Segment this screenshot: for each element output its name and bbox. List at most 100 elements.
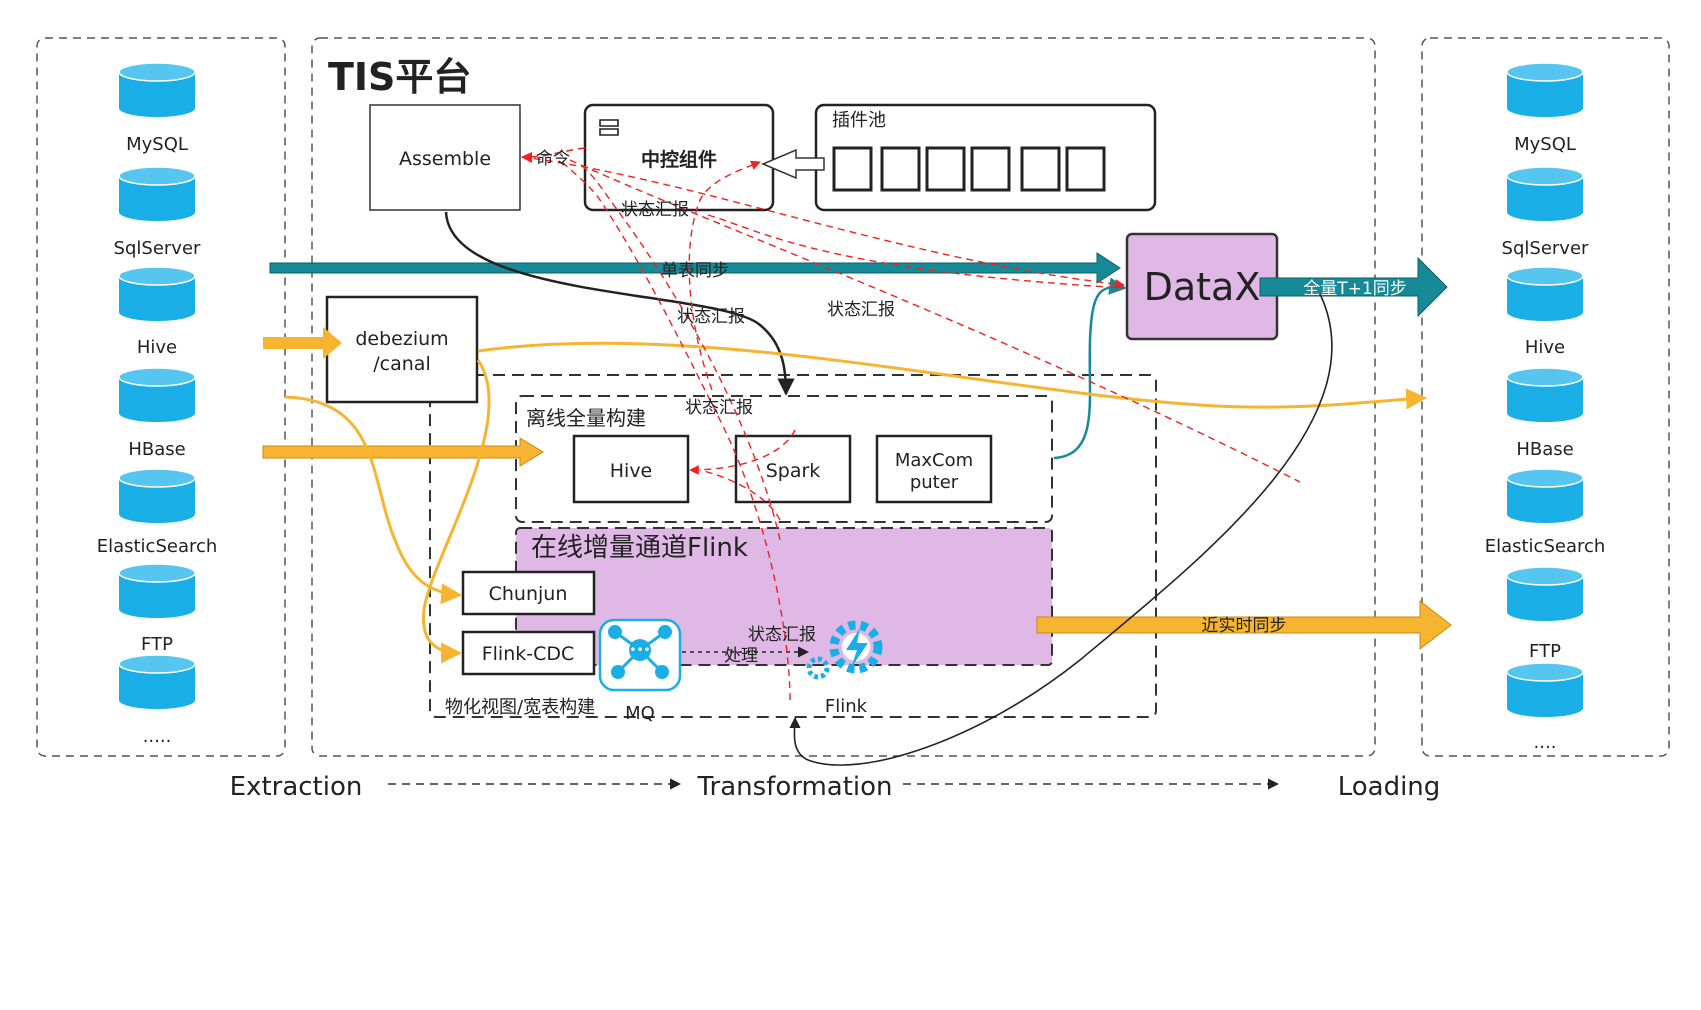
mq-icon[interactable]: ••• (598, 618, 682, 692)
offline-to-datax-curve (1053, 277, 1127, 460)
database-label: SqlServer (114, 238, 201, 259)
debezium-label-2: /canal (373, 353, 430, 375)
plugin-slot[interactable] (925, 146, 966, 192)
single-table-sync-label: 单表同步 (661, 261, 729, 281)
maxcompute-label-1: MaxCom (895, 450, 973, 471)
maxcompute-box[interactable] (875, 434, 993, 504)
online-flink-label: 在线增量通道Flink (531, 533, 748, 563)
database-label: MySQL (1514, 134, 1576, 155)
chunjun-box[interactable] (461, 570, 596, 616)
database-icon (118, 654, 196, 709)
assemble-label: Assemble (399, 148, 491, 170)
database-icon (1506, 662, 1584, 717)
database-icon (1506, 62, 1584, 117)
database-icon (118, 468, 196, 523)
status-to-hive-loop (699, 469, 781, 521)
status-flink-to-central (559, 159, 791, 701)
mv-label: 物化视图/宽表构建 (445, 697, 595, 718)
loading-label: Loading (1338, 772, 1441, 802)
hive-engine-label: Hive (610, 460, 653, 482)
spark-label: Spark (766, 460, 821, 482)
status-spark-to-hive (689, 429, 796, 475)
status-label-5: 状态汇报 (748, 625, 816, 645)
database-icon (1506, 266, 1584, 321)
status-diagonal (569, 159, 1301, 483)
plugin-slot[interactable] (1065, 146, 1106, 192)
plugin-slot[interactable] (970, 146, 1011, 192)
database-label: SqlServer (1502, 238, 1589, 259)
offline-build-label: 离线全量构建 (526, 406, 646, 430)
flinkcdc-box[interactable] (461, 630, 596, 676)
realtime-sync-arrow (1036, 599, 1452, 651)
target-db-list: MySQL SqlServerHiveHBaseElasticSearchFTP.… (1485, 62, 1606, 753)
database-label: FTP (141, 634, 173, 655)
offline-build-region (515, 395, 1053, 523)
database-label: FTP (1529, 641, 1561, 662)
database-label: HBase (1516, 439, 1573, 460)
svg-text:•••: ••• (629, 643, 650, 657)
plugin-slot[interactable] (832, 146, 873, 192)
hive-engine-box[interactable] (572, 434, 690, 504)
database-icon (118, 563, 196, 618)
plugin-slot[interactable] (1020, 146, 1061, 192)
status-label-2: 状态汇报 (677, 307, 745, 327)
assemble-box[interactable] (369, 104, 521, 211)
flink-label: Flink (825, 696, 868, 717)
transformation-label: Transformation (696, 772, 892, 802)
status-flink-to-central-2 (579, 163, 781, 541)
status-label-1: 状态汇报 (621, 200, 689, 220)
maxcompute-label-2: puter (910, 472, 959, 493)
database-label: Hive (1525, 337, 1565, 358)
mq-label: MQ (625, 703, 655, 724)
database-icon (118, 62, 196, 117)
datax-label: DataX (1144, 265, 1261, 309)
realtime-sync-label: 近实时同步 (1202, 616, 1287, 636)
database-icon (118, 367, 196, 422)
plugin-slots (832, 146, 1106, 192)
chunjun-label: Chunjun (489, 583, 568, 605)
process-label: 处理 (724, 646, 758, 666)
flinkcdc-label: Flink-CDC (482, 643, 575, 665)
database-icon (118, 166, 196, 221)
source-to-chunjun-curve (284, 395, 463, 605)
source-db-list: MySQL SqlServerHiveHBaseElasticSearchFTP.… (97, 62, 218, 747)
database-label: .... (1534, 732, 1557, 753)
spark-box[interactable] (734, 434, 852, 504)
command-label: 命令 (536, 149, 570, 169)
status-central-to-datax (707, 214, 1125, 289)
plugin-to-central-arrow (761, 148, 825, 180)
database-label: ..... (143, 726, 172, 747)
database-label: HBase (128, 439, 185, 460)
database-label: ElasticSearch (1485, 536, 1606, 557)
tis-platform-panel (311, 37, 1376, 757)
central-control-box[interactable] (583, 103, 775, 212)
plugin-slot[interactable] (880, 146, 921, 192)
extraction-label: Extraction (230, 772, 363, 802)
database-label: Hive (137, 337, 177, 358)
platform-title: TIS平台 (328, 55, 471, 99)
assemble-to-offline-curve (444, 211, 795, 396)
database-label: ElasticSearch (97, 536, 218, 557)
server-icon (599, 119, 619, 136)
full-t1-sync-arrow (1259, 256, 1448, 318)
datax-to-flink-curve (789, 293, 1333, 766)
target-panel (1421, 37, 1670, 757)
command-line (520, 147, 586, 164)
full-t1-sync-label: 全量T+1同步 (1303, 279, 1406, 299)
database-label: MySQL (126, 134, 188, 155)
debezium-label-1: debezium (355, 328, 448, 350)
database-icon (118, 266, 196, 321)
single-table-sync-arrow (269, 252, 1121, 284)
source-to-debezium-arrow (263, 327, 342, 359)
plugin-pool-label: 插件池 (832, 110, 886, 131)
database-icon (1506, 468, 1584, 523)
flink-icon[interactable] (806, 620, 883, 680)
status-label-4: 状态汇报 (685, 398, 753, 418)
database-icon (1506, 566, 1584, 621)
status-label-3: 状态汇报 (827, 300, 895, 320)
debezium-box[interactable] (325, 295, 479, 404)
debezium-to-target-curve (477, 341, 1428, 410)
status-offline-to-central (688, 160, 761, 391)
database-icon (1506, 166, 1584, 221)
